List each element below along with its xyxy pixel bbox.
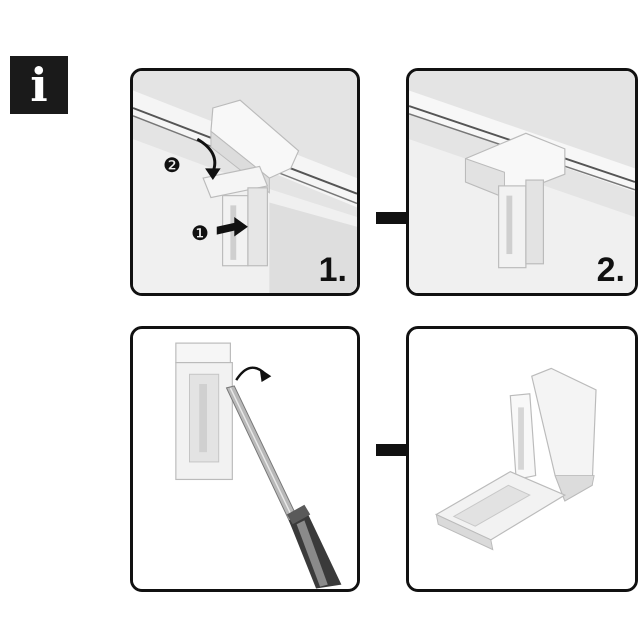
marker-2: ❷ [163, 155, 181, 177]
info-glyph: i [30, 58, 48, 112]
step-1-illustration [133, 71, 357, 293]
step-1-panel: ❷ ❶ 1. [130, 68, 360, 296]
info-icon: i [10, 56, 68, 114]
step-number: 1. [318, 251, 347, 289]
screwdriver-release-illustration [133, 329, 357, 589]
marker-1: ❶ [191, 223, 209, 245]
step-3-panel [130, 326, 360, 592]
step-4-panel [406, 326, 638, 592]
step-2-illustration [409, 71, 635, 293]
released-clip-illustration [409, 329, 635, 589]
step-2-panel: 2. [406, 68, 638, 296]
step-number: 2. [596, 251, 625, 289]
